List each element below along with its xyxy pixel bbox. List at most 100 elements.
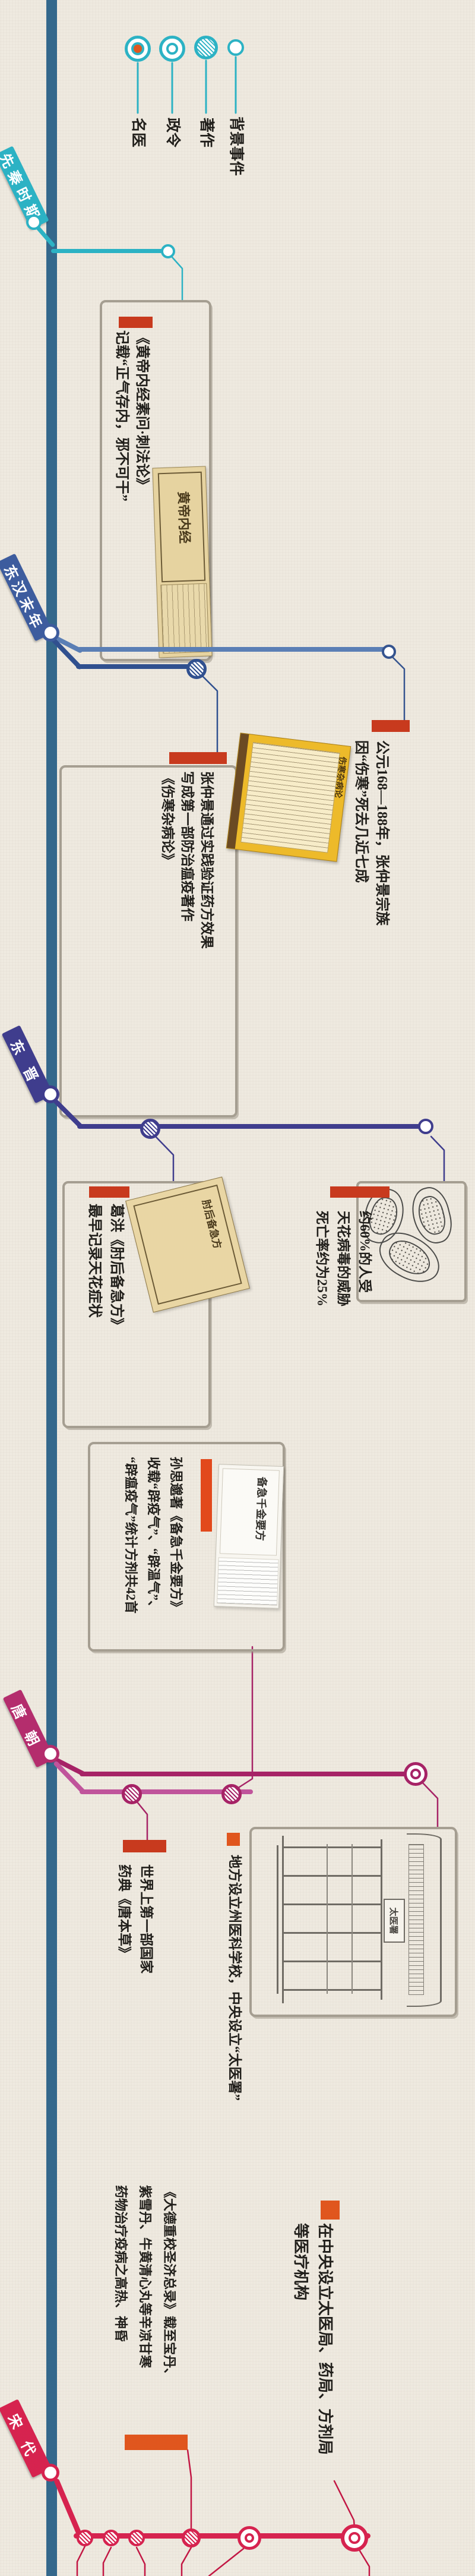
shanghan-book-image: 伤寒杂病论 (226, 733, 352, 862)
gehong-book-frame (133, 1184, 242, 1305)
tangbencao-text: 世界上第一部国家 药典《唐本草》 (113, 1864, 157, 2001)
huangdi-marker-bar (119, 317, 153, 328)
gehong-marker-bar (89, 1186, 129, 1198)
sunsimiao-book-cover (219, 1468, 280, 1556)
doctor-marker-center (131, 42, 144, 55)
huangdi-book-image: 黄帝内经 (152, 466, 213, 658)
building-rail-1 (352, 1844, 353, 1994)
dade-text: 《大德重校圣济总录》载至宝丹、 紫雪丹、牛黄清心丸等辛凉甘寒 药物治疗疫病之高热… (109, 2185, 182, 2387)
event-marker-icon (227, 39, 244, 56)
song-book-node-2 (103, 2530, 119, 2546)
pre-qin-branch-horizontal (51, 249, 171, 253)
han-branch-dark-horizontal (76, 664, 200, 669)
legend-label-decree: 政令 (164, 118, 180, 148)
taiyishu-decree-node (404, 1762, 428, 1786)
shanghan-card (59, 765, 238, 1117)
gehong-card (62, 1181, 211, 1428)
song-decree-text: 在中央设立太医局、药局、方剂局 等医疗机构 (289, 2223, 337, 2490)
huangdi-card (100, 300, 211, 661)
gehong-line-1: 葛洪《肘后备急方》 (109, 1204, 124, 1332)
zhang-event-line-2: 因“伤寒”死去几近七成 (353, 740, 369, 883)
sunsimiao-text: 孙思邈著《备急千金要方》 收载“辟疫气”、“辟温气”、 “辟瘟疫气”统计方剂共4… (119, 1457, 187, 1665)
sunsimiao-book-page (217, 1557, 279, 1606)
smallpox-marker-bar (330, 1186, 390, 1198)
eastern-jin-era-node (42, 1085, 59, 1103)
song-era-node (42, 2464, 59, 2482)
building-plaque-text: 太医署 (388, 1907, 398, 1934)
tangbencao-book-node (122, 1784, 142, 1804)
jin-branch-horizontal (77, 1124, 429, 1129)
dade-book-node (182, 2528, 201, 2547)
sunsimiao-book-title: 备急千金要方 (254, 1476, 268, 1542)
huangdi-line-2: 记载“正气存内，邪不可干” (114, 330, 129, 501)
shanghan-text: 张仲景通过实践验证药方效果 写成第一部防治瘟疫著作 《伤寒杂病论》 (158, 771, 217, 973)
tangbencao-line-2: 药典《唐本草》 (117, 1864, 132, 1960)
taiyishu-line-1: 地方设立州医科学校，中央设立“太医署” (227, 1855, 242, 2101)
shanghan-line-1: 张仲景通过实践验证药方效果 (200, 771, 214, 949)
smallpox-card (356, 1181, 467, 1302)
building-plaque: 太医署 (384, 1899, 405, 1943)
smallpox-event-node (418, 1119, 433, 1134)
sunsimiao-marker-bar (201, 1459, 212, 1532)
dade-line-2: 紫雪丹、牛黄清心丸等辛凉甘寒 (138, 2185, 153, 2369)
building-pillar-5 (283, 1961, 381, 1962)
song-book-node-3 (128, 2530, 145, 2546)
tangbencao-line-1: 世界上第一部国家 (139, 1864, 154, 1974)
taiyishu-building-card (249, 1827, 457, 2017)
tangbencao-marker-bar (123, 1840, 166, 1852)
zhang-event-node (382, 645, 396, 659)
zhang-event-marker-bar (372, 720, 410, 732)
smallpox-text: 约60%的人受 天花病毒的威胁 死亡率约为25% (311, 1211, 375, 1324)
legend-label-book: 著作 (198, 118, 214, 148)
song-decree-node-1 (238, 2526, 261, 2550)
late-han-era-node (42, 624, 59, 642)
zhang-event-text: 公元168—188年，张仲景宗族 因“伤寒”死去几近七成 (350, 740, 392, 942)
building-pillar-6 (283, 1989, 381, 1991)
book-marker-icon (194, 36, 218, 59)
sunsimiao-line-2: 收载“辟疫气”、“辟温气”、 (146, 1457, 161, 1614)
building-pillar-2 (283, 1875, 381, 1877)
huangdi-line-1: 《黄帝内经素问·刺法论》 (134, 330, 150, 493)
zhang-event-line-1: 公元168—188年，张仲景宗族 (374, 740, 390, 926)
han-branch-light-horizontal (77, 647, 392, 652)
taiyishu-marker-square (227, 1833, 240, 1846)
song-decree-node-2 (341, 2524, 368, 2552)
building-rail-2 (327, 1844, 328, 1994)
legend-label-doctor: 名医 (130, 118, 146, 148)
building-base-2 (277, 1845, 278, 1994)
taiyishu-text: 地方设立州医科学校，中央设立“太医署” (226, 1855, 243, 2134)
taiyishu-building-image: 太医署 (277, 1829, 442, 2010)
gehong-line-2: 最早记录天花症状 (87, 1204, 102, 1318)
sunsimiao-card (88, 1442, 285, 1652)
tang-branch-light-horizontal (80, 1789, 253, 1794)
building-pillar-3 (283, 1903, 381, 1905)
decree-marker-inner (166, 43, 178, 55)
song-decree-line-1: 在中央设立太医局、药局、方剂局 (316, 2223, 334, 2455)
dade-line-1: 《大德重校圣济总录》载至宝丹、 (162, 2185, 177, 2382)
huangdi-event-node (161, 244, 175, 258)
pre-qin-era-node (26, 214, 42, 230)
shanghan-line-3: 《伤寒杂病论》 (160, 771, 175, 867)
tang-branch-dark-horizontal (80, 1772, 419, 1776)
sunsimiao-line-3: “辟瘟疫气”统计方剂共42首 (124, 1457, 138, 1614)
dade-marker-bar (125, 2435, 188, 2450)
sunsimiao-line-1: 孙思邈著《备急千金要方》 (169, 1457, 183, 1614)
smallpox-line-1: 约60%的人受 (357, 1211, 372, 1293)
legend-label-event: 背景事件 (228, 116, 244, 176)
building-beam (381, 1839, 382, 2000)
shanghan-book-node (186, 659, 207, 679)
building-base-1 (282, 1836, 284, 2003)
smallpox-line-3: 死亡率约为25% (315, 1211, 330, 1306)
shanghan-book-page (240, 741, 340, 853)
huangdi-book-title: 黄帝内经 (175, 491, 192, 544)
sunsimiao-book-image: 备急千金要方 (213, 1464, 284, 1609)
huangdi-text: 《黄帝内经素问·刺法论》 记载“正气存内，邪不可干” (112, 330, 152, 535)
song-branch-horizontal (74, 2533, 370, 2539)
tang-era-node (42, 1745, 59, 1763)
building-pillar-4 (283, 1932, 381, 1934)
gehong-book-node (140, 1119, 160, 1139)
building-roof-tiles (408, 1844, 424, 1995)
smallpox-line-2: 天花病毒的威胁 (336, 1211, 351, 1306)
